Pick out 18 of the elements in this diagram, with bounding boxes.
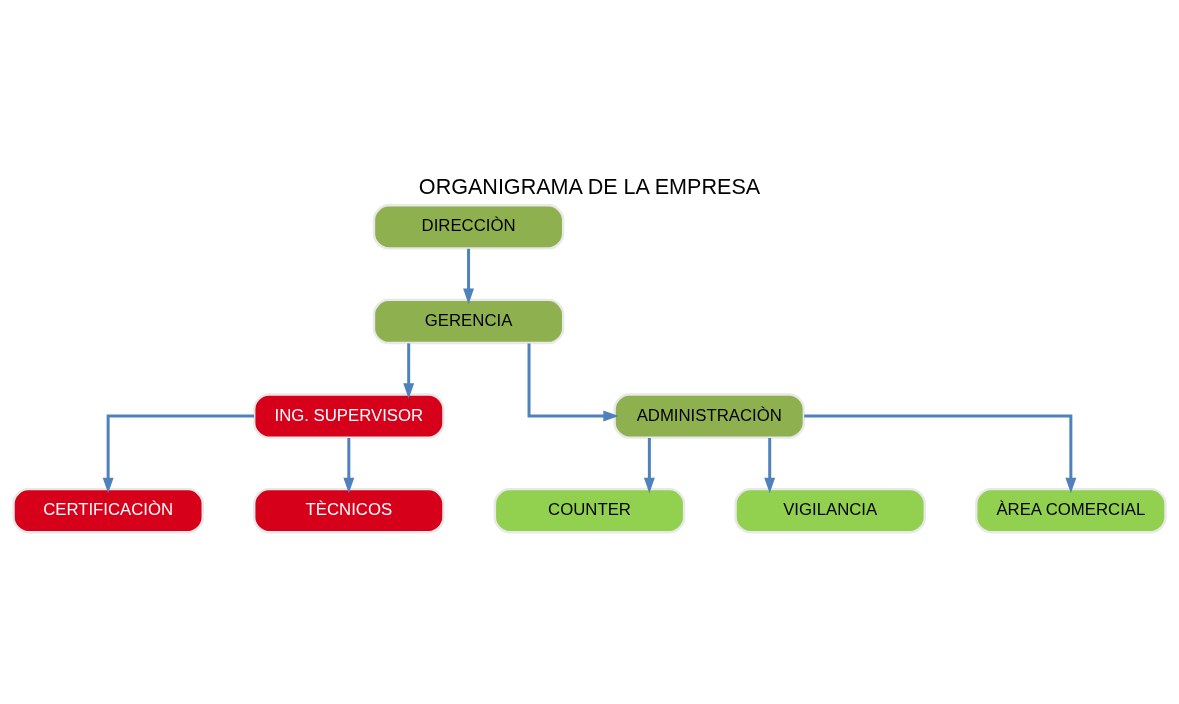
node-box: ING. SUPERVISOR <box>253 393 445 439</box>
node-box: ADMINISTRACIÒN <box>613 393 806 439</box>
arrow <box>463 248 474 305</box>
diagram-title: ORGANIGRAMA DE LA EMPRESA <box>418 173 761 199</box>
arrow <box>643 438 655 494</box>
node-box: ÀREA COMERCIAL <box>975 487 1167 534</box>
node-box: DIRECCIÒN <box>372 204 565 250</box>
arrow <box>343 438 355 494</box>
arrow <box>527 343 619 422</box>
arrow <box>764 438 776 494</box>
arrow <box>102 414 255 494</box>
node-box: VIGILANCIA <box>734 487 926 534</box>
node-box: COUNTER <box>493 487 686 534</box>
node-box: CERTIFICACIÒN <box>12 487 204 534</box>
node-box: GERENCIA <box>372 298 565 345</box>
arrow <box>804 414 1077 494</box>
arrow <box>403 343 415 399</box>
node-box: TÈCNICOS <box>253 487 445 534</box>
